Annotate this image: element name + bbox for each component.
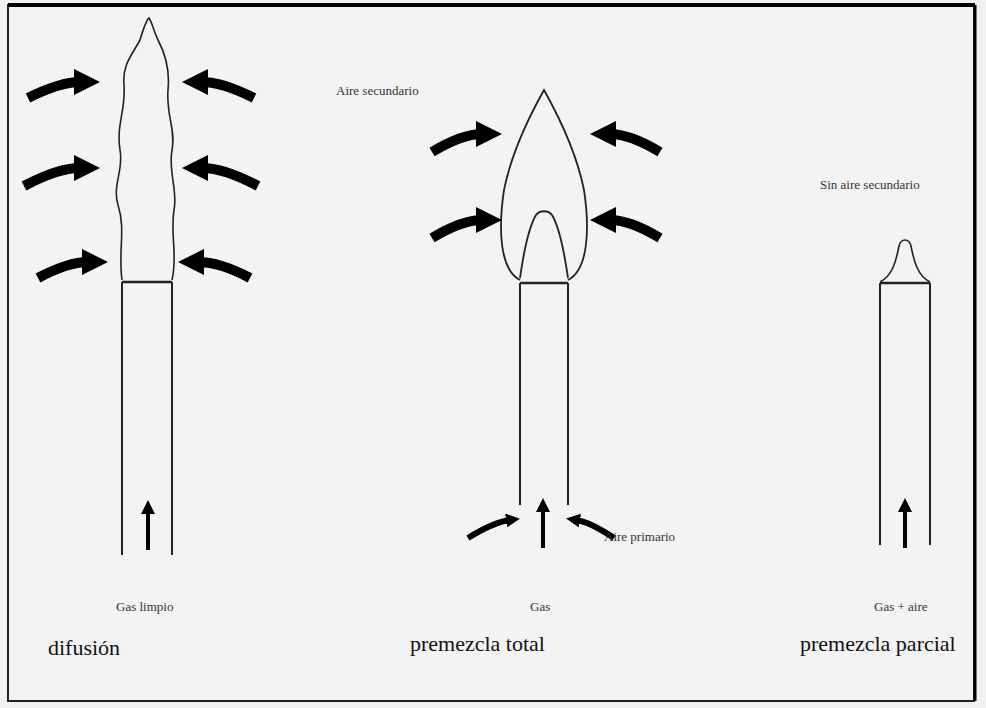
burner-label: Gas bbox=[530, 600, 550, 614]
air-arrow bbox=[432, 134, 660, 238]
burner-label: Gas limpio bbox=[116, 600, 173, 614]
burner-label: Sin aire secundario bbox=[820, 178, 920, 192]
caption-label: premezcla total bbox=[410, 632, 545, 656]
burner-label: Gas + aire bbox=[874, 600, 928, 614]
caption-label: difusión bbox=[48, 636, 120, 660]
frame bbox=[8, 5, 974, 701]
caption-label: premezcla parcial bbox=[800, 632, 956, 656]
air-arrow bbox=[24, 82, 258, 278]
premix-burner bbox=[501, 90, 587, 505]
partial-premix-burner bbox=[880, 240, 930, 545]
burner-label: Aire primario bbox=[604, 530, 675, 544]
diffusion-burner bbox=[116, 18, 175, 555]
burner-label: Aire secundario bbox=[336, 84, 419, 98]
